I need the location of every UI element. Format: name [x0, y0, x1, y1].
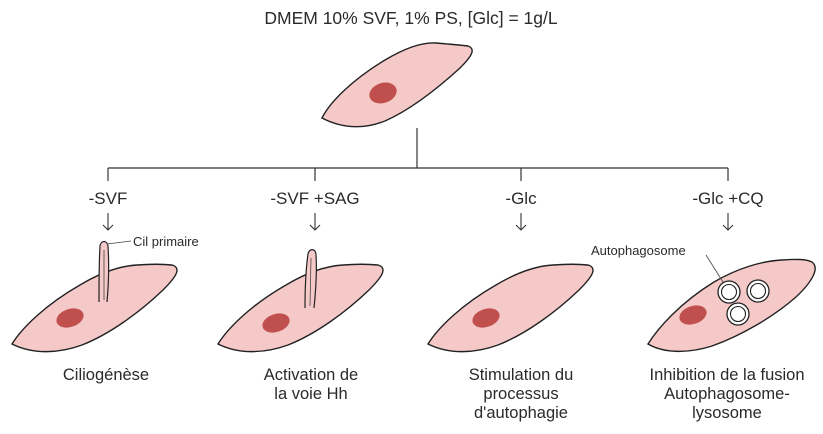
autophagosome-vesicle [717, 280, 741, 304]
autophagosome-annotation: Autophagosome [591, 243, 686, 258]
nucleus [56, 308, 84, 328]
down-arrow-icon [515, 213, 527, 231]
nucleus [472, 308, 500, 328]
down-arrows [102, 213, 734, 231]
caption-glc-cq: Inhibition de la fusion Autophagosome- l… [649, 366, 804, 423]
cilium-callout-line [106, 240, 132, 245]
cell-body [216, 263, 384, 353]
cell-glc-cq [647, 254, 816, 353]
down-arrow-icon [102, 213, 114, 231]
cilium-annotation: Cil primaire [133, 234, 199, 249]
tree-connectors [107, 128, 729, 181]
caption-svf: Ciliogénèse [63, 366, 149, 385]
caption-line: Activation de [263, 366, 359, 384]
caption-glc: Stimulation du processus d'autophagie [469, 366, 574, 423]
caption-line: processus [483, 385, 559, 403]
caption-line: lysosome [692, 404, 762, 422]
autophagosome-vesicle [726, 302, 750, 326]
autophagosome-callout-line [705, 254, 724, 283]
nucleus [679, 305, 707, 325]
medium-title: DMEM 10% SVF, 1% PS, [Glc] = 1g/L [264, 8, 558, 28]
caption-svf-sag: Activation de la voie Hh [264, 366, 358, 404]
condition-label-glc-cq: -Glc +CQ [692, 189, 764, 208]
condition-label-svf: -SVF [88, 189, 128, 208]
caption-line: d'autophagie [474, 404, 568, 422]
caption-line: Ciliogénèse [62, 366, 150, 384]
nucleus [262, 313, 290, 333]
cell-glc [426, 263, 594, 353]
nucleus [369, 82, 397, 104]
down-arrow-icon [722, 213, 734, 231]
caption-line: Inhibition de la fusion [649, 366, 805, 384]
condition-label-svf-sag: -SVF +SAG [270, 189, 360, 208]
caption-line: la voie Hh [274, 385, 348, 403]
parent-cell [321, 42, 473, 128]
autophagosome-vesicle [746, 279, 770, 303]
condition-label-glc: -Glc [505, 189, 537, 208]
down-arrow-icon [309, 213, 321, 231]
caption-line: Stimulation du [468, 366, 574, 384]
cell-body [10, 263, 178, 353]
cell-svf [10, 240, 178, 353]
cell-svf-sag [216, 249, 384, 353]
caption-line: Autophagosome- [664, 385, 790, 403]
cilium-axis [309, 257, 312, 307]
cell-body [426, 263, 594, 353]
cell-body [321, 42, 473, 128]
